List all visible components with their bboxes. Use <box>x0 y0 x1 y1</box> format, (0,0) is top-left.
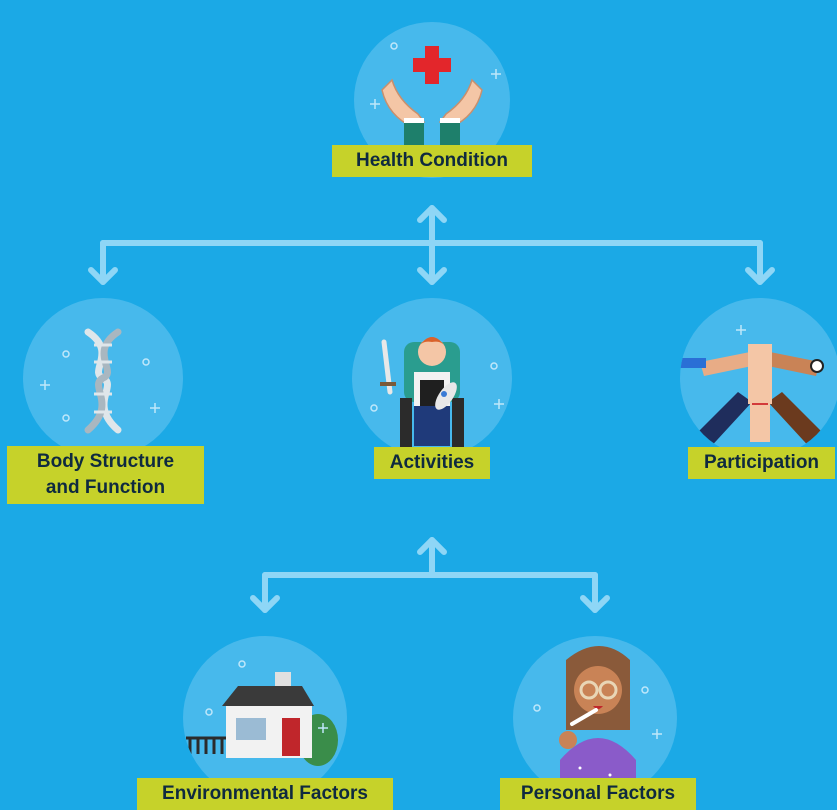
health-circle <box>354 22 510 178</box>
activities-text: Activities <box>389 452 475 473</box>
environmental-factors-label: Environmental Factors <box>137 778 393 810</box>
house-icon <box>186 660 338 766</box>
hands-medical-cross-icon <box>370 42 501 146</box>
connector-arrows <box>88 205 775 613</box>
personal-factors-node <box>513 636 677 800</box>
body-structure-line2: and Function <box>45 477 166 498</box>
wheelchair-person-icon <box>370 337 504 448</box>
body-structure-line1: Body Structure <box>36 451 175 472</box>
participation-text: Participation <box>703 452 820 473</box>
dna-icon <box>40 328 160 434</box>
participation-label: Participation <box>688 447 835 479</box>
health-condition-node <box>354 22 510 178</box>
participation-node <box>680 298 837 458</box>
girl-brushing-teeth-icon <box>533 646 662 790</box>
health-condition-text: Health Condition <box>356 150 508 171</box>
health-condition-label: Health Condition <box>332 145 532 177</box>
body-structure-label: Body Structure and Function <box>7 446 204 504</box>
activities-label: Activities <box>374 447 490 479</box>
environmental-factors-text: Environmental Factors <box>162 783 368 804</box>
personal-factors-text: Personal Factors <box>520 783 676 804</box>
activities-node <box>352 298 512 458</box>
body-structure-node <box>23 298 183 458</box>
environmental-factors-node <box>183 636 347 800</box>
personal-factors-label: Personal Factors <box>500 778 696 810</box>
